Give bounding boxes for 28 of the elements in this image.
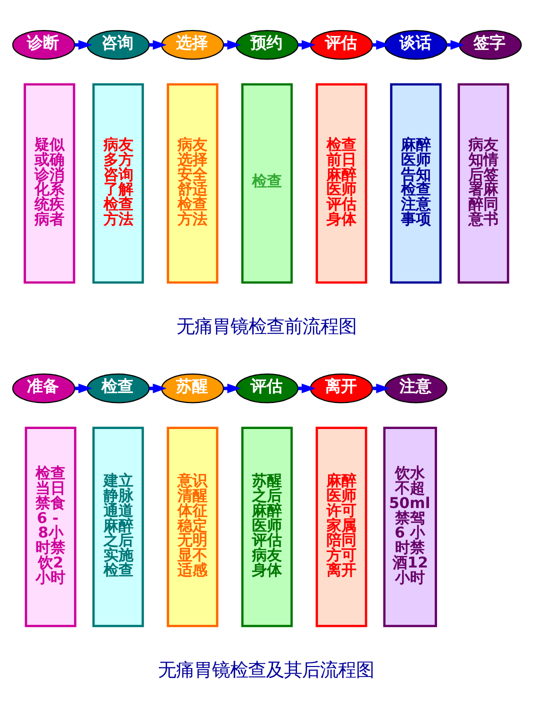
node-ellipse: 选择 [161, 30, 224, 60]
label: 无痛胃镜检查及其后流程图 [158, 660, 374, 681]
node-ellipse: 苏醒 [161, 373, 224, 403]
node-ellipse: 检查 [86, 373, 150, 403]
node-box: 建立静脉通道麻醉之后实施检查 [92, 426, 144, 627]
node-box: 检查当日禁食6 - 8小时禁饮2小时 [24, 426, 76, 627]
node-box: 病友知情后签署麻醉同意书 [458, 82, 510, 284]
node-ellipse: 离开 [310, 373, 373, 403]
label: 无痛胃镜检查前流程图 [176, 316, 357, 338]
node-box: 意识清醒体征稳定无明显不适感 [166, 426, 218, 627]
node-box: 麻醉医师告知检查注意事项 [390, 82, 442, 284]
node-ellipse: 谈话 [384, 30, 448, 60]
node-box: 疑似或确诊消化系统疾病者 [24, 82, 76, 284]
node-box: 检查 [241, 82, 293, 284]
node-ellipse: 评估 [310, 30, 373, 60]
node-box: 病友选择安全舒适检查方法 [166, 82, 218, 284]
node-ellipse: 准备 [12, 373, 76, 403]
node-ellipse: 咨询 [86, 30, 150, 60]
node-ellipse: 评估 [236, 373, 298, 403]
node-ellipse: 预约 [236, 30, 298, 60]
node-box: 病友多方咨询了解检查方法 [92, 82, 144, 284]
node-box: 饮水不超50ml禁驾6 小时禁酒12小时 [383, 426, 438, 627]
node-ellipse: 注意 [384, 373, 448, 403]
node-ellipse: 诊断 [12, 30, 76, 60]
node-box: 麻醉医师许可家属陪同方可离开 [316, 426, 368, 627]
node-box: 苏醒之后麻醉医师评估病友身体 [241, 426, 293, 627]
node-box: 检查前日麻醉医师评估身体 [316, 82, 368, 284]
node-ellipse: 签字 [458, 30, 522, 60]
